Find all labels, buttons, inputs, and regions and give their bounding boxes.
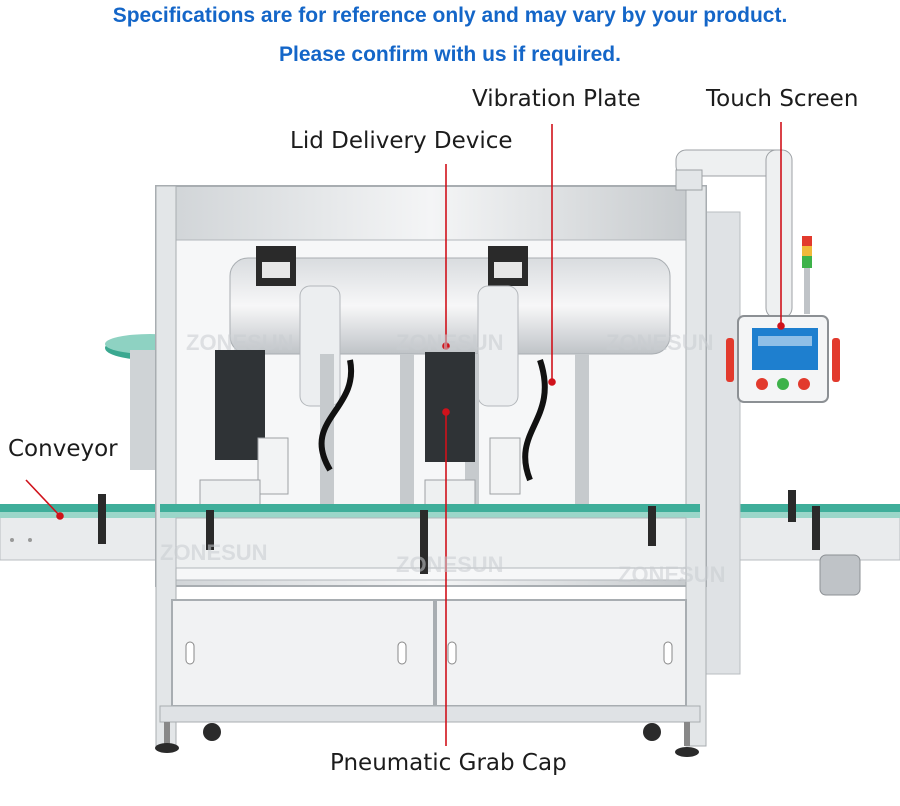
signal-tower: [802, 236, 812, 314]
brand-watermarks: ZONESUN ZONESUN ZONESUN ZONESUN ZONESUN …: [160, 330, 726, 587]
touch-screen-display: [752, 328, 818, 370]
conveyor-motor: [819, 554, 861, 596]
emergency-button: [798, 378, 810, 390]
conveyor-main: [160, 504, 700, 574]
label-vibration-plate: Vibration Plate: [472, 86, 641, 112]
confirm-notice: Please confirm with us if required.: [279, 43, 621, 66]
capping-heads: [199, 350, 589, 509]
watermark-3: ZONESUN: [606, 330, 714, 355]
watermark-1: ZONESUN: [186, 330, 294, 355]
watermark-6: ZONESUN: [618, 562, 726, 587]
conveyor-right-section: [699, 490, 900, 596]
touch-screen-panel: [726, 315, 840, 403]
stop-button: [756, 378, 768, 390]
start-button: [777, 378, 789, 390]
touch-screen-arm: [675, 149, 793, 319]
leader-conveyor: [25, 479, 61, 517]
feet-and-casters: [155, 722, 699, 757]
watermark-4: ZONESUN: [160, 540, 268, 565]
callout-leader-lines: [25, 122, 785, 746]
watermark-5: ZONESUN: [396, 552, 504, 577]
label-pneumatic-grab-cap: Pneumatic Grab Cap: [330, 750, 567, 776]
cap-feed-drums: [229, 246, 671, 407]
label-lid-delivery-device: Lid Delivery Device: [290, 128, 513, 154]
watermark-2: ZONESUN: [396, 330, 504, 355]
conveyor-belt-left: [0, 504, 160, 512]
reference-notice: Specifications are for reference only an…: [112, 4, 788, 27]
label-touch-screen: Touch Screen: [706, 86, 859, 112]
conveyor-belt-right: [700, 504, 900, 512]
label-conveyor: Conveyor: [8, 436, 118, 462]
conveyor-left-section: [0, 494, 161, 561]
guide-rail-clamp: [98, 494, 106, 544]
lower-cabinet: [159, 599, 701, 723]
